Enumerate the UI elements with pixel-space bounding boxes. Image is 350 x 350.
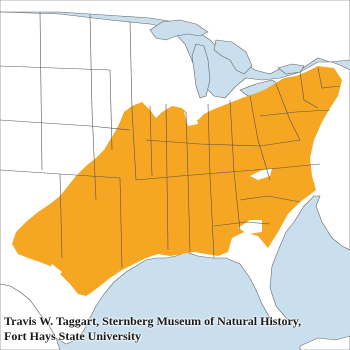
range-gap-west — [48, 264, 62, 280]
species-range — [12, 66, 342, 296]
lake-huron — [213, 39, 253, 75]
range-gap-appalachian — [250, 168, 272, 180]
state-borders — [0, 11, 341, 269]
range-gap-florida — [238, 220, 262, 234]
lake-ontario — [277, 63, 305, 75]
cuba-island — [299, 335, 350, 350]
credit-line-1: Travis W. Taggart, Sternberg Museum of N… — [4, 314, 302, 328]
credit-line-2: Fort Hays State University — [4, 329, 141, 343]
map-credit: Travis W. Taggart, Sternberg Museum of N… — [4, 314, 348, 344]
lake-superior — [149, 19, 209, 41]
range-gap-ohio — [184, 112, 198, 126]
lake-michigan — [191, 43, 211, 99]
mexico-land — [0, 283, 61, 350]
